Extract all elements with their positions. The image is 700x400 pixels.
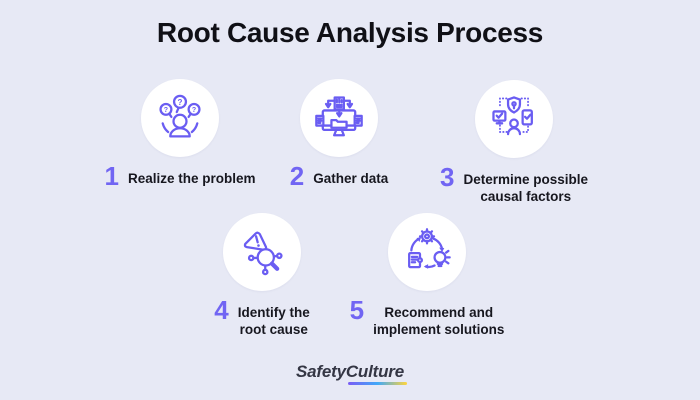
step-4: 4 Identify the root cause	[172, 213, 352, 338]
logo-part-safety: Safety	[296, 362, 346, 381]
step-3-label: 3 Determine possible causal factors	[440, 164, 588, 205]
step-1-circle: ? ? ?	[141, 79, 219, 157]
step-2-label: 2 Gather data	[290, 163, 389, 189]
step-2: 2 Gather data	[249, 79, 429, 189]
step-5-circle	[388, 213, 466, 291]
warning-magnifier-icon	[243, 231, 283, 276]
page-title: Root Cause Analysis Process	[156, 17, 544, 48]
logo-part-culture-wrap: Culture	[345, 362, 407, 385]
step-5: 5 Recommend and implement solutions	[337, 213, 517, 338]
shield-devices-icon	[492, 96, 533, 136]
person-questions-icon: ? ? ?	[159, 94, 201, 138]
step-2-circle	[300, 79, 378, 157]
step-label-text: Gather data	[313, 171, 389, 186]
step-label-text: Realize the problem	[127, 171, 256, 186]
safetyculture-logo: SafetyCulture	[296, 362, 407, 385]
logo-part-culture: Culture	[345, 362, 404, 381]
svg-text:?: ?	[178, 98, 183, 107]
step-1-label: 1 Realize the problem	[104, 163, 256, 189]
step-4-circle	[223, 213, 301, 291]
step-number: 3	[439, 162, 455, 192]
step-3-circle	[475, 80, 553, 158]
svg-text:?: ?	[192, 107, 196, 114]
gear-bulb-cycle-icon	[408, 228, 451, 269]
logo-gradient-underline	[347, 382, 407, 385]
svg-text:?: ?	[164, 107, 168, 114]
step-5-label: 5 Recommend and implement solutions	[350, 297, 505, 338]
step-label-text: Identify the root cause	[237, 305, 310, 337]
step-label-text: Determine possible causal factors	[463, 172, 588, 204]
step-3: 3 Determine possible causal factors	[424, 80, 604, 205]
monitor-data-icon	[315, 96, 363, 137]
step-number: 5	[349, 295, 365, 325]
step-4-label: 4 Identify the root cause	[214, 297, 310, 338]
step-number: 4	[214, 295, 229, 325]
step-1: ? ? ? 1 Realize the problem	[90, 79, 270, 189]
step-label-text: Recommend and implement solutions	[373, 305, 505, 337]
step-number: 2	[289, 161, 305, 191]
step-number: 1	[104, 161, 119, 191]
